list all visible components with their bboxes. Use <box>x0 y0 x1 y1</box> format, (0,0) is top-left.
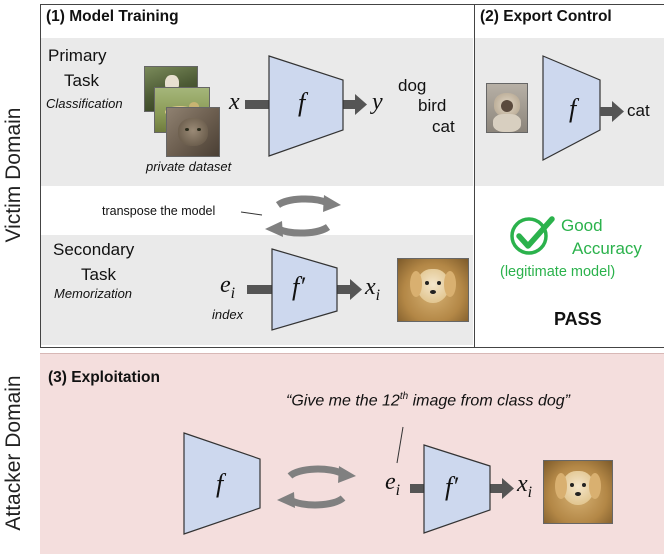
arrow-fprime-to-xi-exploit-head <box>502 478 514 499</box>
memorization-label: Memorization <box>54 286 133 301</box>
exploit-input-ei-base: e <box>385 469 396 495</box>
index-label: index <box>212 307 244 322</box>
model-training-heading: (1) Model Training <box>46 8 179 25</box>
primary-task-label-line2: Task <box>64 71 99 90</box>
cat-image <box>486 83 528 133</box>
primary-output-y: y <box>372 89 383 115</box>
arrow-x-to-f <box>245 100 269 109</box>
exploit-model-fprime-label: f′ <box>445 472 458 501</box>
secondary-task-label-line2: Task <box>81 265 116 284</box>
request-quote-pre: “Give me the 12 <box>286 392 400 410</box>
export-control-heading: (2) Export Control <box>480 8 612 25</box>
exploit-model-f-label: f <box>216 469 224 498</box>
secondary-input-ei-sub: i <box>230 284 236 302</box>
secondary-input-ei-base: e <box>220 272 231 298</box>
export-model-f-label: f <box>569 94 577 123</box>
class-dog: dog <box>398 76 427 95</box>
primary-task-area <box>41 38 473 186</box>
arrow-f-to-y-head <box>355 94 367 115</box>
puppy-image <box>397 258 469 322</box>
arrow-f-to-y-shaft <box>343 100 357 109</box>
request-quote-post: image from class dog” <box>408 392 571 410</box>
exploit-output-xi-sub: i <box>527 483 533 501</box>
class-cat: cat <box>432 117 455 136</box>
arrow-fprime-to-xi-shaft <box>337 285 352 294</box>
legitimate-model-label: (legitimate model) <box>500 264 616 280</box>
exploit-input-ei-sub: i <box>395 481 401 499</box>
arrow-ei-to-fprime <box>247 285 272 294</box>
secondary-output-xi-sub: i <box>375 286 381 304</box>
primary-input-x: x <box>229 89 240 115</box>
secondary-task-label-line1: Secondary <box>53 240 135 259</box>
primary-task-label-line1: Primary <box>48 46 107 65</box>
good-label: Good <box>561 216 603 235</box>
transpose-label: transpose the model <box>102 204 216 218</box>
exploit-input-ei: ei <box>385 469 400 500</box>
classification-label: Classification <box>46 96 123 111</box>
private-dataset-label: private dataset <box>146 159 232 174</box>
secondary-output-xi-base: x <box>365 274 376 300</box>
model-fprime-label: f′ <box>292 272 305 301</box>
model-f-label: f <box>298 88 306 117</box>
export-output-cat: cat <box>627 101 650 120</box>
exploit-output-xi-base: x <box>517 471 528 497</box>
exploit-output-xi: xi <box>517 471 532 502</box>
arrow-fprime-to-xi-head <box>350 279 362 300</box>
exploitation-heading: (3) Exploitation <box>48 369 160 386</box>
secondary-output-xi: xi <box>365 274 380 305</box>
accuracy-label: Accuracy <box>572 239 642 258</box>
request-quote: “Give me the 12th image from class dog” <box>286 391 570 410</box>
pass-label: PASS <box>554 309 602 329</box>
dataset-image-front <box>166 107 220 157</box>
class-bird: bird <box>418 96 447 115</box>
request-quote-sup: th <box>399 391 409 402</box>
secondary-input-ei: ei <box>220 272 235 303</box>
arrow-ei-to-fprime-exploit <box>410 484 424 493</box>
exploit-puppy-image <box>543 460 613 524</box>
arrow-fprime-to-xi-exploit-shaft <box>490 484 504 493</box>
